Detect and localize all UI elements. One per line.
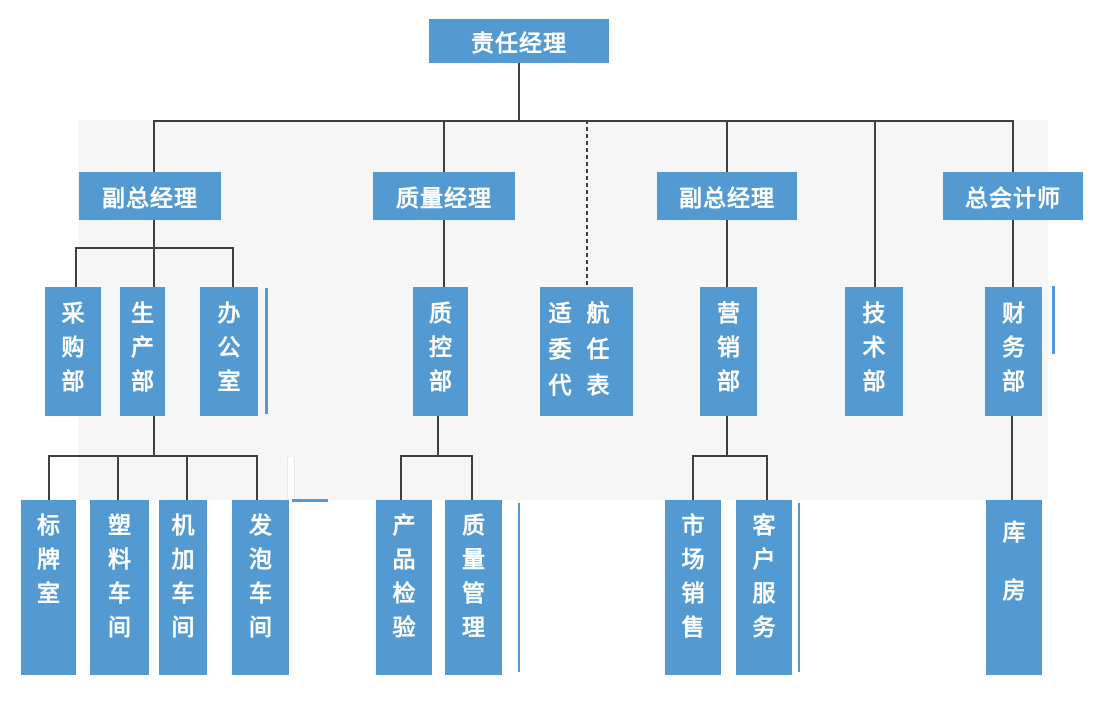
node-marketing-dept: 营 销 部	[700, 287, 757, 416]
connector-stub-quality-management	[471, 455, 473, 500]
node-finance-dept: 财 务 部	[985, 287, 1042, 416]
connector-stub-foam-workshop	[256, 455, 258, 500]
node-office: 办 公 室	[200, 287, 258, 416]
connector-production-down	[153, 416, 155, 457]
connector-root-down	[518, 63, 520, 122]
connector-drop-chief-accountant	[1012, 120, 1014, 172]
connector-stub-plastic-workshop	[117, 455, 119, 500]
connector-finance-to-warehouse	[1011, 416, 1013, 500]
connector-stub-procurement	[75, 247, 77, 287]
connector-quality-control-down	[437, 416, 439, 457]
artifact-blue-line-foam-workshop	[292, 499, 328, 502]
node-customer-service: 客 户 服 务	[736, 500, 792, 675]
connector-chief-accountant-down	[1012, 220, 1014, 287]
connector-workshops-horizontal	[48, 455, 258, 457]
connector-stub-customer-service	[766, 455, 768, 500]
artifact-white-strip	[287, 457, 295, 499]
node-technical-dept: 技 术 部	[845, 287, 903, 416]
connector-sales-horizontal	[692, 455, 768, 457]
artifact-blue-edge-quality-management	[518, 503, 520, 672]
node-machining-workshop: 机 加 车 间	[159, 500, 207, 675]
artifact-blue-edge-finance	[1052, 286, 1055, 354]
node-warehouse: 库 房	[986, 500, 1042, 675]
connector-stub-machining-workshop	[186, 455, 188, 500]
node-deputy-general-manager-left: 副总经理	[79, 172, 221, 220]
connector-drop-deputy-gm-left	[153, 120, 155, 172]
artifact-blue-edge-office	[265, 288, 268, 414]
connector-deputy-gm-left-down	[153, 220, 155, 287]
connector-stub-sign-room	[48, 455, 50, 500]
connector-drop-technical-dept	[874, 120, 876, 287]
node-plastic-workshop: 塑 料 车 间	[90, 500, 149, 675]
node-chief-accountant: 总会计师	[943, 172, 1083, 220]
node-sign-room: 标 牌 室	[21, 500, 76, 675]
node-foam-workshop: 发 泡 车 间	[232, 500, 289, 675]
connector-level3-left-horizontal	[75, 247, 234, 249]
node-airworthiness-designated-rep: 适航 委任 代表	[540, 287, 633, 416]
connector-stub-office	[232, 247, 234, 287]
node-deputy-general-manager-right: 副总经理	[657, 172, 797, 220]
node-procurement-dept: 采 购 部	[45, 287, 101, 416]
artifact-blue-edge-customer-service	[798, 503, 800, 672]
node-quality-control-dept: 质 控 部	[413, 287, 468, 416]
connector-marketing-down	[726, 416, 728, 457]
node-quality-manager: 质量经理	[373, 172, 515, 220]
connector-level2-horizontal	[154, 120, 1014, 122]
connector-drop-quality-manager	[443, 120, 445, 172]
connector-deputy-gm-right-down	[726, 220, 728, 287]
node-responsible-manager: 责任经理	[429, 19, 609, 63]
connector-stub-product-inspection	[400, 455, 402, 500]
connector-inspection-horizontal	[400, 455, 473, 457]
node-market-sales: 市 场 销 售	[665, 500, 721, 675]
node-quality-management: 质 量 管 理	[445, 500, 502, 675]
node-production-dept: 生 产 部	[120, 287, 165, 416]
connector-drop-airworthiness-rep-dashed	[586, 120, 588, 287]
connector-quality-manager-down	[443, 220, 445, 287]
connector-stub-market-sales	[692, 455, 694, 500]
connector-drop-deputy-gm-right	[726, 120, 728, 172]
node-product-inspection: 产 品 检 验	[376, 500, 432, 675]
